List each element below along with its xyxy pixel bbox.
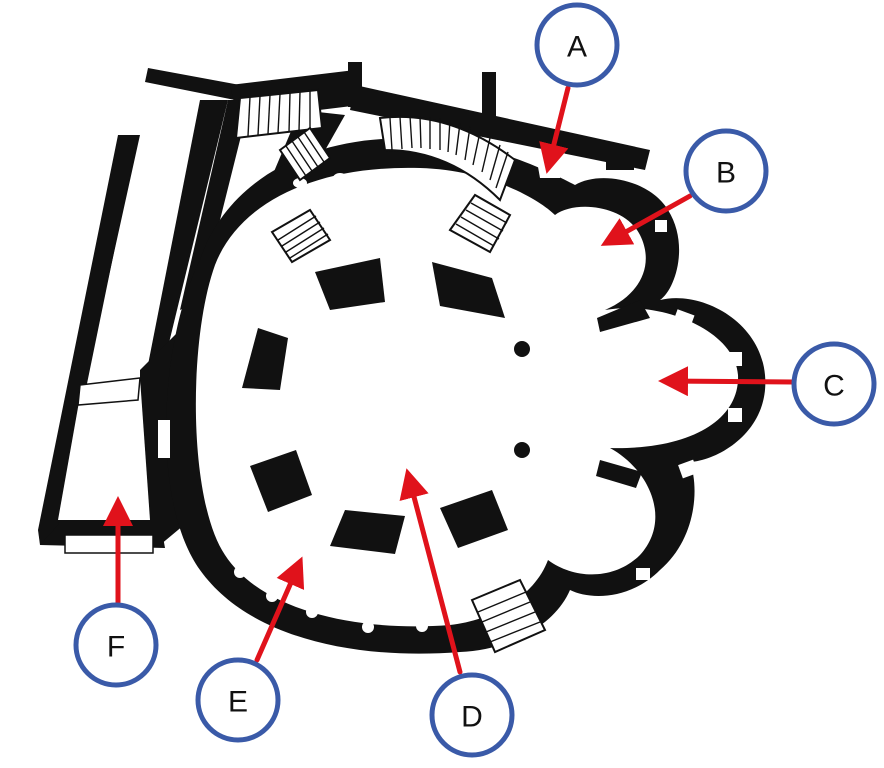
corridor-door-2 bbox=[64, 534, 154, 554]
column-2 bbox=[514, 442, 530, 458]
arrow-b bbox=[600, 193, 693, 246]
stair-diagonal bbox=[278, 126, 332, 182]
interior-piers bbox=[242, 258, 650, 554]
label-a: A bbox=[534, 2, 620, 88]
top-pier-2 bbox=[482, 72, 496, 122]
pier-3 bbox=[242, 328, 288, 390]
pier-5 bbox=[330, 510, 405, 554]
top-wall-band bbox=[350, 85, 650, 170]
pier-4 bbox=[250, 450, 312, 512]
top-pier-1 bbox=[348, 62, 362, 107]
wall-niches bbox=[158, 173, 742, 633]
stair-bottom bbox=[470, 578, 547, 654]
label-a-text: A bbox=[567, 31, 587, 64]
label-f: F bbox=[73, 602, 159, 688]
arrow-c bbox=[658, 366, 796, 397]
label-c-text: C bbox=[823, 370, 845, 403]
label-d-text: D bbox=[461, 701, 483, 734]
stair-rotunda-left bbox=[270, 208, 332, 264]
label-c: C bbox=[791, 341, 877, 427]
annotation-arrows bbox=[103, 85, 796, 675]
corridor-door-1 bbox=[77, 377, 141, 406]
pier-1 bbox=[315, 258, 385, 310]
top-left-wall-1 bbox=[145, 68, 240, 100]
label-e: E bbox=[195, 657, 281, 743]
label-e-text: E bbox=[228, 686, 248, 719]
arrow-d bbox=[399, 468, 463, 675]
column-1 bbox=[514, 341, 530, 357]
left-mid-wall bbox=[145, 100, 228, 380]
pier-2 bbox=[432, 262, 505, 318]
stair-top-curved bbox=[378, 115, 517, 202]
label-f-text: F bbox=[107, 631, 125, 664]
label-d: D bbox=[429, 672, 515, 758]
corridor-floor bbox=[58, 378, 150, 520]
top-pier-3 bbox=[606, 148, 634, 170]
pier-6 bbox=[440, 490, 508, 548]
staircases bbox=[234, 88, 547, 654]
label-b: B bbox=[683, 128, 769, 214]
stair-rotunda-right bbox=[448, 193, 512, 254]
label-b-text: B bbox=[716, 157, 736, 190]
arrow-a bbox=[539, 85, 571, 174]
stair-top-left bbox=[234, 88, 324, 140]
diag-wall-1 bbox=[180, 100, 250, 310]
arrow-e bbox=[254, 556, 305, 663]
left-outer-wall bbox=[38, 135, 138, 545]
